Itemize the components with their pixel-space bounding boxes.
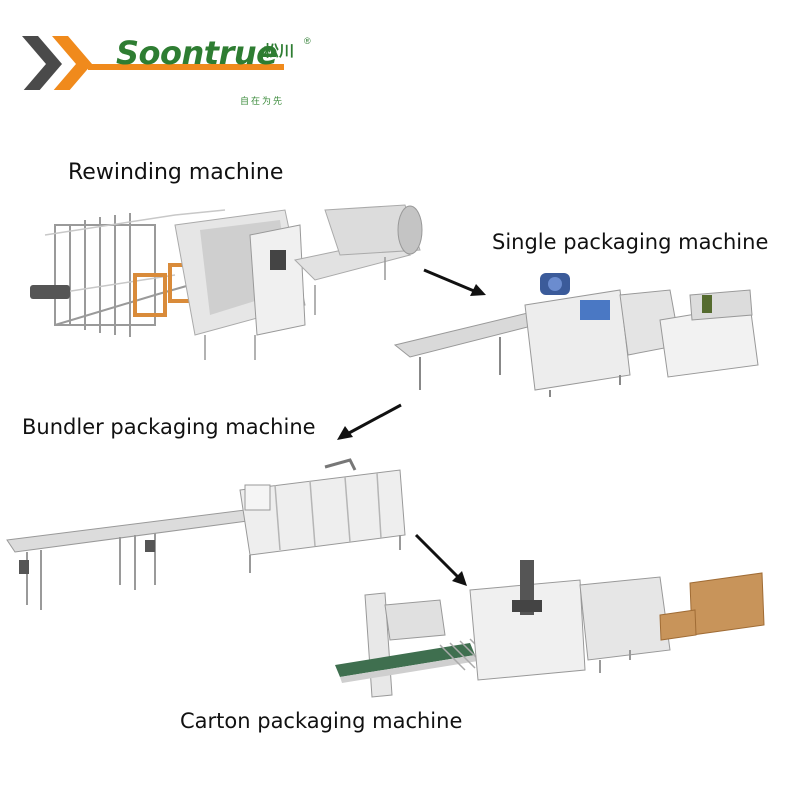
logo-brand-cn: 松川: [264, 42, 295, 60]
flow-arrow-single-to-bundler: [337, 403, 402, 440]
single-packaging-machine-image: [393, 273, 759, 397]
company-logo: Soontrue 松川 ® 自在为先: [18, 20, 311, 107]
logo-brand-text: Soontrue: [116, 34, 278, 72]
stage-label-carton-packaging: Carton packaging machine: [180, 709, 463, 733]
carton-packaging-machine-image: [335, 560, 765, 698]
bundler-packaging-machine-image: [6, 458, 406, 610]
rewinding-machine-image: [30, 204, 423, 360]
stage-label-rewinding: Rewinding machine: [68, 160, 284, 185]
logo-slogan: 自在为先: [240, 97, 285, 107]
flow-arrow-rewinding-to-single: [423, 268, 486, 296]
stage-label-single-packaging: Single packaging machine: [492, 230, 769, 254]
flow-arrow-bundler-to-carton: [414, 533, 467, 586]
logo-chevron-icon: [22, 36, 284, 90]
logo-registered-mark: ®: [304, 36, 311, 46]
stage-label-bundler-packaging: Bundler packaging machine: [22, 415, 316, 439]
